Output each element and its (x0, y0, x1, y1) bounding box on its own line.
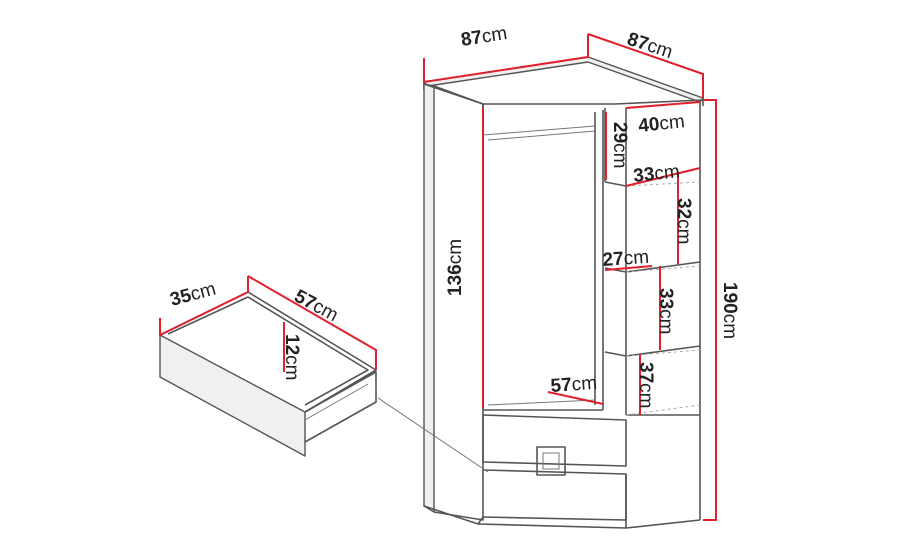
label-hanging-height: 136cm (445, 239, 466, 296)
label-inner-shelf-width: 27cm (602, 247, 650, 271)
label-top-shelf-gap: 29cm (609, 122, 630, 168)
dim-line-top-left-width (423, 34, 589, 84)
label-bottom-width: 57cm (550, 373, 598, 397)
dim-line-bottom-width (547, 391, 604, 405)
connector-line (377, 397, 489, 473)
wardrobe-base (477, 519, 701, 529)
wardrobe-top (423, 56, 704, 103)
wardrobe-drawer-upper (482, 414, 627, 467)
dim-line-mid-shelf-depth (625, 167, 701, 187)
dim-line-drawer-width (247, 275, 377, 370)
wardrobe-front-frame (433, 85, 484, 521)
dimension-labels: 87cm 87cm 40cm 29cm 33cm 32cm 27cm 33cm … (168, 23, 740, 409)
label-shelf-gap-middle: 33cm (655, 288, 676, 334)
dimension-lines (159, 33, 717, 521)
label-shelf-depth: 40cm (637, 111, 685, 137)
label-drawer-width: 57cm (291, 286, 342, 326)
label-mid-shelf-depth: 33cm (632, 161, 680, 187)
dim-line-shelf-depth (625, 101, 701, 109)
dim-line-total-height (703, 99, 717, 521)
shelf-3 (604, 345, 701, 357)
label-drawer-depth: 35cm (168, 279, 218, 311)
drawer-handle-icon (536, 446, 566, 476)
dim-line-top-right-width (587, 33, 704, 98)
dim-line-inner-shelf-width (604, 265, 653, 271)
drawer-front (159, 334, 306, 457)
dim-line-drawer-depth (159, 276, 249, 337)
label-drawer-height: 12cm (281, 334, 302, 380)
label-total-height: 190cm (719, 282, 740, 339)
label-shelf-gap-upper: 32cm (673, 198, 694, 244)
label-shelf-gap-lower: 37cm (635, 362, 656, 408)
wardrobe-left-side (423, 83, 435, 513)
label-top-left-width: 87cm (459, 23, 508, 51)
wardrobe-drawer-lower (482, 469, 627, 521)
label-top-right-width: 87cm (624, 29, 675, 63)
